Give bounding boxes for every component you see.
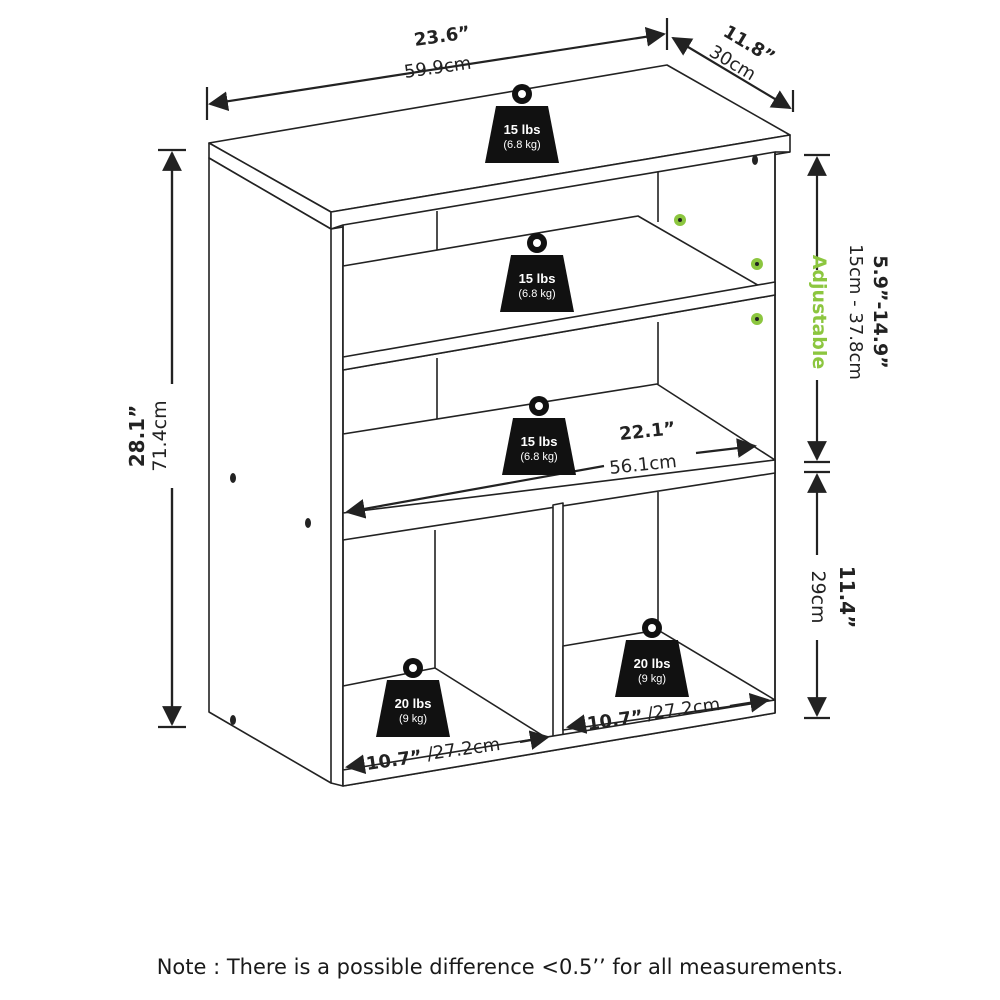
svg-text:(9 kg): (9 kg)	[638, 673, 666, 685]
svg-text:15 lbs: 15 lbs	[521, 434, 558, 449]
svg-text:(6.8 kg): (6.8 kg)	[503, 139, 540, 151]
height-cm: 71.4cm	[149, 400, 171, 471]
bookcase-drawing	[208, 64, 791, 787]
left-side-panel	[208, 157, 332, 784]
weight-icon-top: 15 lbs (6.8 kg)	[485, 84, 559, 163]
adjustable-peg-markers	[674, 214, 763, 325]
adjustable-label: Adjustable	[808, 255, 830, 370]
weight-icon-cube-right: 20 lbs (9 kg)	[615, 618, 689, 697]
weight-icon-upper-shelf: 15 lbs (6.8 kg)	[500, 233, 574, 312]
svg-text:15 lbs: 15 lbs	[519, 271, 556, 286]
measurement-note: Note : There is a possible difference <0…	[156, 955, 844, 979]
svg-text:(6.8 kg): (6.8 kg)	[520, 451, 557, 463]
svg-text:20 lbs: 20 lbs	[395, 696, 432, 711]
width-cm: 59.9cm	[403, 53, 473, 83]
weight-icon-cube-left: 20 lbs (9 kg)	[376, 658, 450, 737]
shelf-range-inches: 5.9”-14.9”	[869, 255, 891, 368]
cube-height-cm: 29cm	[807, 570, 829, 623]
weight-icon-middle-shelf: 15 lbs (6.8 kg)	[502, 396, 576, 475]
svg-text:(9 kg): (9 kg)	[399, 713, 427, 725]
svg-text:(6.8 kg): (6.8 kg)	[518, 288, 555, 300]
width-inches: 23.6”	[413, 22, 472, 51]
height-inches: 28.1”	[125, 405, 149, 468]
cube-divider	[552, 502, 564, 743]
shelf-peg-holes	[230, 155, 758, 725]
cube-height-inches: 11.4”	[835, 566, 859, 629]
svg-text:15 lbs: 15 lbs	[504, 122, 541, 137]
svg-text:20 lbs: 20 lbs	[634, 656, 671, 671]
shelf-range-cm: 15cm - 37.8cm	[845, 244, 866, 380]
